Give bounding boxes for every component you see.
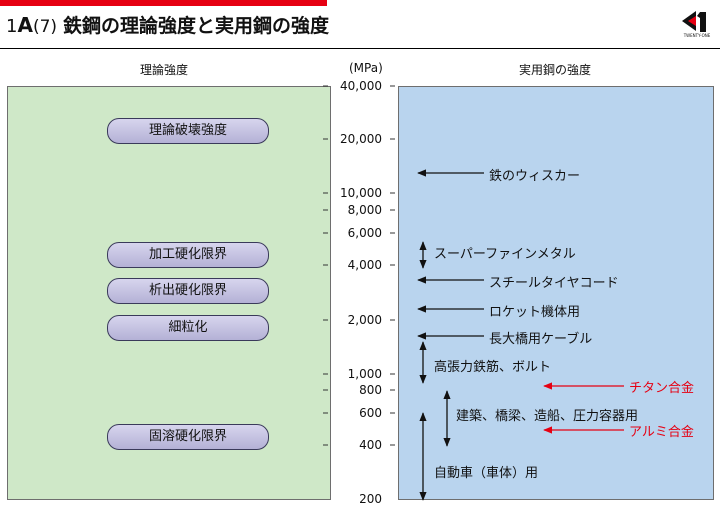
pill-precipitation-hardening-limit: 析出硬化限界 — [107, 278, 269, 304]
label-automotive-body: 自動車（車体）用 — [434, 466, 539, 481]
brand-logo: TWENTY-ONE — [682, 11, 711, 38]
title-chapter-letter: A — [17, 13, 33, 37]
label-iron-whisker: 鉄のウィスカー — [489, 169, 581, 184]
axis-tick-label: 800 — [359, 383, 382, 397]
title-text: 鉄鋼の理論強度と実用鋼の強度 — [63, 15, 330, 37]
label-long-bridge-cable: 長大橋用ケーブル — [489, 332, 593, 347]
practical-strength-panel — [398, 86, 714, 500]
pill-solid-solution-hardening-limit: 固溶硬化限界 — [107, 424, 269, 450]
pill-theoretical-fracture-strength: 理論破壊強度 — [107, 118, 269, 144]
label-construction-steel: 建築、橋梁、造船、圧力容器用 — [456, 409, 639, 424]
label-super-fine-metal: スーパーファインメタル — [434, 247, 576, 262]
axis-tick-label: 2,000 — [347, 313, 382, 327]
label-high-tensile-rebar-bolt: 高張力鉄筋、ボルト — [434, 360, 552, 375]
axis-tick-label: 8,000 — [347, 203, 382, 217]
axis-tick-label: 200 — [359, 492, 382, 506]
axis-tick-label: 1,000 — [347, 367, 382, 381]
header-divider — [0, 48, 720, 49]
left-column-heading: 理論強度 — [140, 63, 189, 77]
axis-unit-label: (MPa) — [349, 61, 383, 75]
axis-tick-label: 40,000 — [340, 79, 382, 93]
axis-tick-label: 10,000 — [340, 186, 382, 200]
label-rocket-body: ロケット機体用 — [489, 305, 581, 320]
title-chapter-number: 1 — [6, 16, 18, 37]
axis-tick-label: 400 — [359, 438, 382, 452]
axis-tick-label: 6,000 — [347, 226, 382, 240]
label-steel-tire-cord: スチールタイヤコード — [489, 276, 619, 291]
page-title: 1A(7)鉄鋼の理論強度と実用鋼の強度 — [6, 10, 329, 40]
pill-work-hardening-limit: 加工硬化限界 — [107, 242, 269, 268]
pill-grain-refinement: 細粒化 — [107, 315, 269, 341]
title-section-number: (7) — [32, 17, 58, 37]
axis-tick-label: 600 — [359, 406, 382, 420]
axis-tick-label: 4,000 — [347, 258, 382, 272]
title-accent-bar — [0, 0, 327, 6]
axis-tick-label: 20,000 — [340, 132, 382, 146]
right-column-heading: 実用鋼の強度 — [519, 63, 592, 77]
label-titanium-alloy: チタン合金 — [629, 381, 695, 396]
logo-caption: TWENTY-ONE — [683, 33, 711, 38]
label-aluminum-alloy: アルミ合金 — [629, 425, 694, 440]
